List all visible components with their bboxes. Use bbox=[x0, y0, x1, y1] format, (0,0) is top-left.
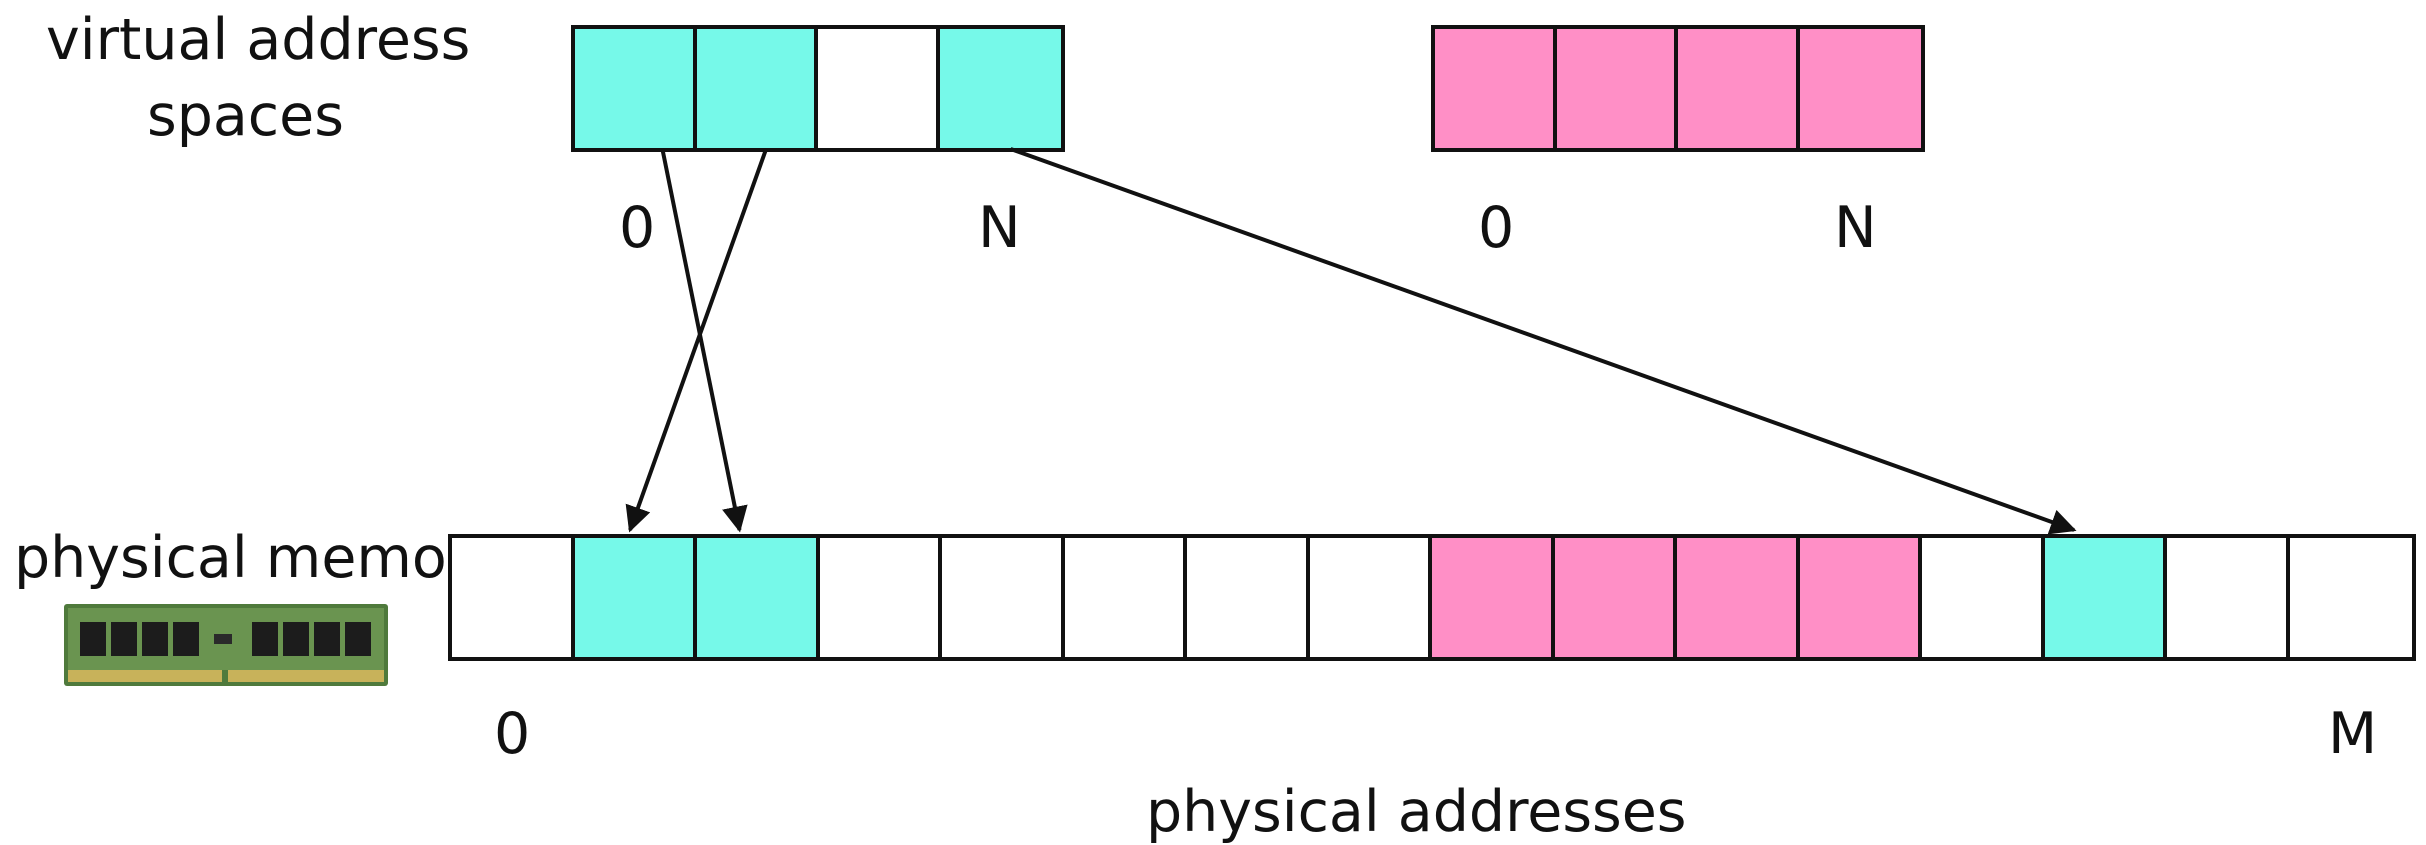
physical-frame-13 bbox=[2044, 538, 2167, 657]
space-a-start-label: 0 bbox=[619, 195, 656, 261]
space-a-page-0 bbox=[575, 29, 697, 148]
physical-frame-6 bbox=[1187, 538, 1310, 657]
physical-frame-10 bbox=[1677, 538, 1800, 657]
space-b-page-2 bbox=[1678, 29, 1800, 148]
physical-start-label: 0 bbox=[494, 701, 531, 767]
mapping-arrow-1 bbox=[625, 148, 769, 533]
physical-frame-9 bbox=[1554, 538, 1677, 657]
physical-frame-15 bbox=[2289, 538, 2412, 657]
physical-frame-7 bbox=[1309, 538, 1432, 657]
virtual-address-space-b bbox=[1431, 25, 1925, 152]
physical-frame-8 bbox=[1432, 538, 1555, 657]
space-a-page-3 bbox=[939, 29, 1061, 148]
physical-addresses-label: physical addresses bbox=[1146, 779, 1687, 845]
virtual-address-space-a bbox=[571, 25, 1065, 152]
virtual-address-spaces-label-line2: spaces bbox=[147, 83, 344, 149]
physical-frame-0 bbox=[452, 538, 575, 657]
physical-frame-2 bbox=[697, 538, 820, 657]
space-a-page-1 bbox=[696, 29, 818, 148]
physical-frame-12 bbox=[1922, 538, 2045, 657]
physical-frame-3 bbox=[819, 538, 942, 657]
physical-frame-11 bbox=[1799, 538, 1922, 657]
space-b-page-3 bbox=[1799, 29, 1921, 148]
physical-frame-5 bbox=[1064, 538, 1187, 657]
space-a-page-2 bbox=[818, 29, 940, 148]
space-b-page-0 bbox=[1435, 29, 1557, 148]
virtual-address-spaces-label-line1: virtual address bbox=[46, 7, 471, 73]
physical-memory-frames bbox=[448, 534, 2416, 661]
space-b-end-label: N bbox=[1834, 195, 1877, 261]
mapping-arrow-2 bbox=[1009, 147, 2077, 535]
space-a-end-label: N bbox=[978, 195, 1021, 261]
physical-frame-14 bbox=[2167, 538, 2290, 657]
space-b-page-1 bbox=[1556, 29, 1678, 148]
physical-memory-label: physical memory bbox=[14, 525, 504, 591]
physical-frame-1 bbox=[574, 538, 697, 657]
mapping-arrow-0 bbox=[660, 148, 748, 533]
physical-end-label: M bbox=[2328, 701, 2378, 767]
space-b-start-label: 0 bbox=[1478, 195, 1515, 261]
ram-stick-icon bbox=[64, 604, 388, 686]
physical-frame-4 bbox=[942, 538, 1065, 657]
